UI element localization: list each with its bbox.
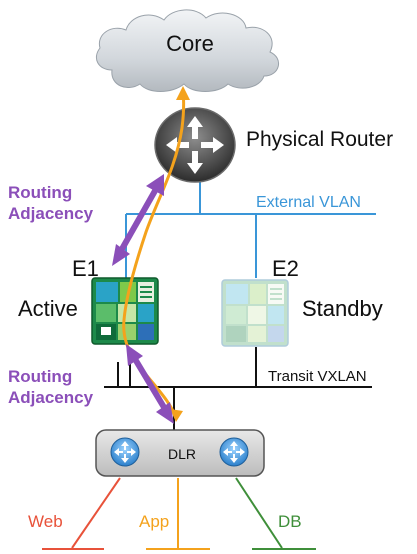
router-icon [110,437,140,467]
e2-edge-gateway: Standby [221,279,383,347]
e2-state-label: Standby [302,296,383,321]
core-label: Core [166,31,214,56]
e1-edge-gateway: Active [18,277,159,345]
physical-router: Physical Router [154,107,393,183]
routing-adjacency-top-arrow [112,174,164,266]
web-link [71,477,121,549]
app-label: App [139,512,169,531]
traffic-arrow-tail [170,409,183,422]
router-icon [219,437,249,467]
external-vlan-label: External VLAN [256,194,361,211]
e2-state-label-text: Standby [302,296,383,321]
traffic-arrow-head [176,86,190,100]
web-label: Web [28,512,63,531]
dlr: DLR [95,429,265,477]
transit-vxlan-label: Transit VXLAN [268,368,367,385]
e2-label: E2 [272,256,299,281]
dlr-label: DLR [168,446,196,462]
cloud-icon [96,9,279,92]
routing-adjacency-bottom-arrow [126,344,174,424]
edge-gateway-icon [221,279,289,347]
segment-db: DB [235,477,316,550]
db-link [235,477,283,549]
links [104,347,372,430]
routing-adjacency-bottom-line1: Routing [8,367,72,386]
physical-router-label: Physical Router [246,128,393,151]
routing-adjacency-top-line1: Routing [8,183,72,202]
core-cloud: Core [96,9,279,92]
router-icon [154,107,236,183]
routing-adjacency-top-line2: Adjacency [8,204,94,223]
segments: Web App DB [28,477,316,550]
e1-label: E1 [72,256,99,281]
segment-web: Web [28,477,121,550]
routing-adjacency-bottom-line2: Adjacency [8,388,94,407]
e1-state-label: Active [18,296,78,321]
segment-app: App [139,478,210,550]
db-label: DB [278,512,302,531]
